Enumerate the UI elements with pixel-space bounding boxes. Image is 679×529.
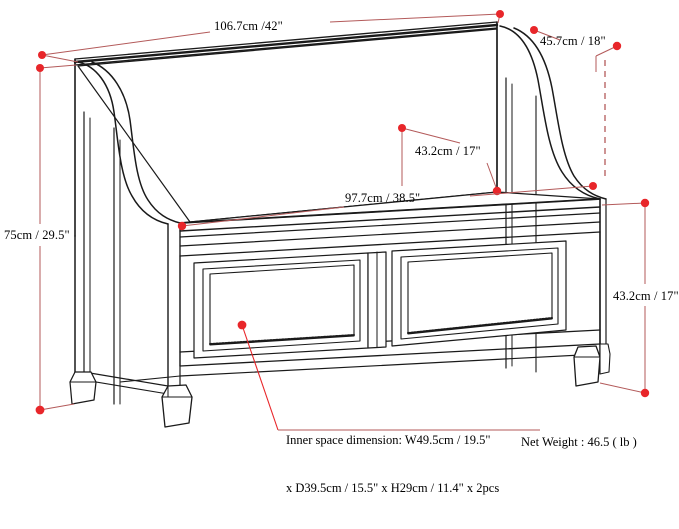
dim-overall-width [38,10,504,63]
dim-lower-height [599,198,650,398]
note-inner-space-line1: Inner space dimension: W49.5cm / 19.5" [286,432,491,447]
dim-dot [398,124,406,132]
left-door-panel [193,252,369,359]
dimension-label-seat-depth: 43.2cm / 17" [415,144,481,158]
dim-overall-height [35,64,77,415]
center-stile [367,251,387,349]
bench-line-drawing [35,10,650,431]
legs [69,343,611,428]
dimension-label-seat-width: 97.7cm / 38.5" [345,191,421,205]
bench-illustration [69,21,611,428]
dimension-label-overall-width: 106.7cm /42" [214,19,283,33]
dimension-diagram: 106.7cm /42" 45.7cm / 18" 43.2cm / 17" 9… [4,10,679,495]
dim-dot [35,405,45,415]
dim-seat-width [177,182,597,231]
dim-dot [589,182,597,190]
dim-overall-depth [530,26,622,176]
dim-dot [640,198,650,208]
callout-inner-space [237,320,540,431]
dim-dot [492,186,502,196]
dim-dot [530,26,538,34]
dim-dot [612,41,622,51]
dim-dot [237,320,247,330]
dim-dot [640,388,650,398]
dim-dot [177,221,187,231]
dimension-annotations [35,10,650,431]
note-inner-space-line2: x D39.5cm / 15.5" x H29cm / 11.4" x 2pcs [286,481,500,496]
dim-dot [38,51,46,59]
dim-dot [36,64,44,72]
left-arm [74,58,181,413]
side-stretcher [83,371,181,395]
dimension-label-overall-height: 75cm / 29.5" [4,228,70,242]
dimension-label-overall-depth: 45.7cm / 18" [540,34,606,48]
dim-seat-depth [398,124,502,196]
note-net-weight: Net Weight : 46.5 ( lb ) [521,435,637,449]
right-door-panel [391,240,567,347]
dim-dot [496,10,504,18]
dimension-label-lower-section-height: 43.2cm / 17" [613,289,679,303]
note-inner-space: Inner space dimension: W49.5cm / 19.5" x… [286,399,499,529]
